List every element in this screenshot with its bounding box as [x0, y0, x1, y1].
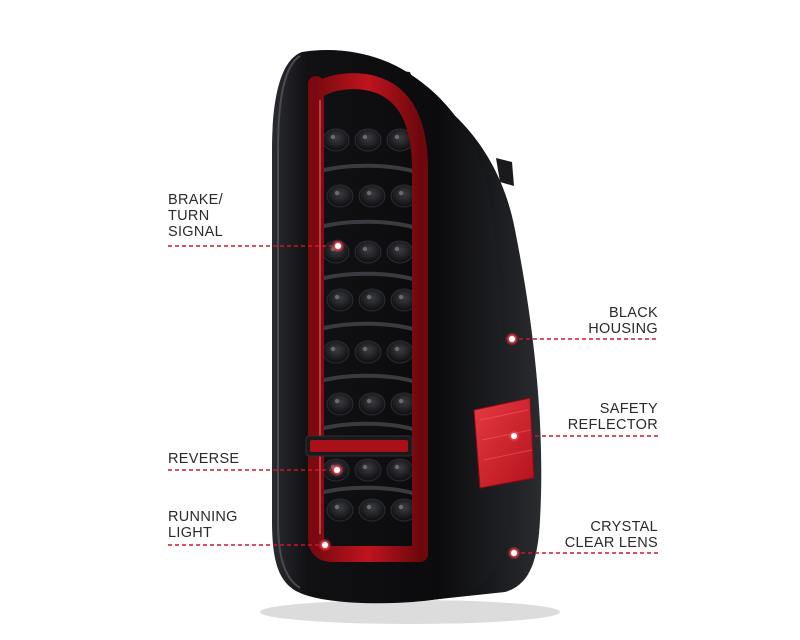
led-highlight [366, 294, 372, 300]
led-highlight [334, 504, 340, 510]
led-highlight [394, 346, 400, 352]
led-divider [322, 373, 418, 384]
label-safety-reflector: SAFETY REFLECTOR [567, 401, 658, 433]
led-cell [386, 240, 414, 264]
led-cell [326, 288, 354, 312]
led-highlight [366, 398, 372, 404]
led-highlight [398, 294, 404, 300]
led-divider [322, 163, 418, 174]
reflector-facets [479, 409, 533, 461]
led-cell [358, 392, 386, 416]
reverse-bar-lens [310, 440, 408, 452]
led-cell [386, 340, 414, 364]
leader-lines [168, 245, 658, 554]
label-crystal-clear-lens: CRYSTAL CLEAR LENS [564, 519, 658, 551]
led-cell [354, 458, 382, 482]
label-black-housing: BLACK HOUSING [588, 305, 658, 337]
led-dividers [322, 163, 418, 496]
led-highlight [362, 134, 368, 140]
edge-highlight [277, 55, 301, 589]
led-highlight [334, 190, 340, 196]
led-divider [322, 321, 418, 332]
led-cell [326, 184, 354, 208]
led-divider [322, 219, 418, 230]
led-highlight [334, 398, 340, 404]
led-highlight [398, 190, 404, 196]
label-running-light: RUNNING LIGHT [168, 509, 238, 541]
led-highlight [362, 464, 368, 470]
led-cell [358, 184, 386, 208]
led-highlight [366, 190, 372, 196]
led-cell [354, 340, 382, 364]
led-highlight [398, 398, 404, 404]
red-light-bar-top [308, 73, 428, 560]
led-highlight [394, 246, 400, 252]
floor-shadow [260, 600, 560, 624]
label-reverse: REVERSE [168, 451, 240, 467]
led-divider [322, 421, 418, 432]
led-divider [322, 271, 418, 282]
led-cell [358, 288, 386, 312]
led-highlight [330, 346, 336, 352]
led-highlight [394, 134, 400, 140]
led-cell [326, 498, 354, 522]
led-divider [322, 485, 418, 496]
callout-dots [318, 239, 521, 560]
safety-reflector-shape [473, 397, 535, 489]
label-brake-turn: BRAKE/ TURN SIGNAL [168, 192, 223, 240]
led-cell [326, 392, 354, 416]
led-highlight [398, 504, 404, 510]
led-cell [386, 458, 414, 482]
led-highlight [362, 246, 368, 252]
led-highlight [366, 504, 372, 510]
mounting-stud [496, 158, 514, 186]
led-cell [358, 498, 386, 522]
led-highlight [330, 134, 336, 140]
led-cell [354, 128, 382, 152]
led-highlight [394, 464, 400, 470]
led-cell [322, 128, 350, 152]
led-array [322, 128, 418, 522]
led-cell [354, 240, 382, 264]
led-highlight [362, 346, 368, 352]
led-highlight [334, 294, 340, 300]
led-cell [322, 340, 350, 364]
